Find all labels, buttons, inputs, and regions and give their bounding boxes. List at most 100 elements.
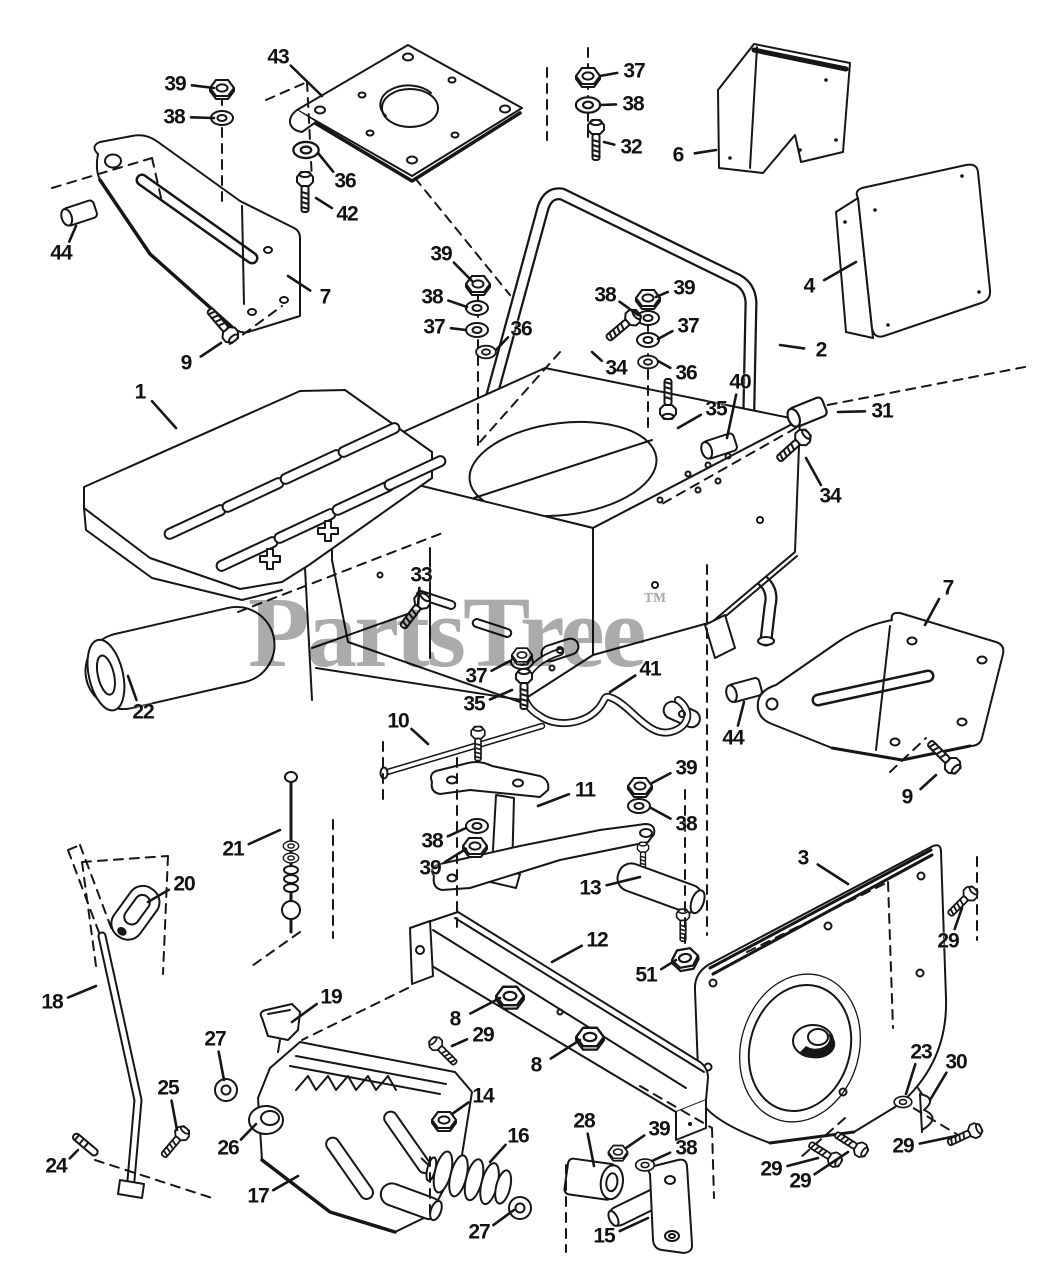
washer-38 — [465, 300, 489, 316]
callout-8-53: 8 — [449, 1007, 462, 1031]
leader-line-28-58 — [586, 1132, 596, 1168]
part-clip-19 — [259, 1003, 301, 1053]
washer-38 — [465, 818, 489, 834]
leader-line-16-57 — [488, 1143, 507, 1164]
part-main-frame — [304, 367, 801, 703]
callout-25-52: 25 — [157, 1076, 179, 1100]
leader-line-29-68 — [918, 1134, 958, 1145]
callout-35-24: 35 — [705, 397, 727, 421]
callout-39-41: 39 — [419, 856, 441, 880]
part-seat-bracket-right-7 — [756, 611, 1005, 762]
callout-36-20: 36 — [675, 361, 697, 385]
leader-line-37-3 — [598, 71, 619, 78]
callout-39-0: 39 — [164, 72, 186, 96]
part-roller-22 — [84, 605, 276, 712]
callout-38-40: 38 — [421, 829, 443, 853]
leader-line-10-33 — [410, 727, 430, 746]
leader-line-39-59 — [624, 1134, 646, 1150]
callout-29-54: 29 — [472, 1023, 494, 1047]
washer-36 — [637, 354, 659, 370]
hex-nut-37 — [575, 67, 601, 88]
leader-line-33-28 — [416, 586, 421, 608]
leader-line-42-9 — [314, 196, 334, 210]
leader-line-29-54 — [450, 1038, 469, 1048]
callout-44-35: 44 — [722, 726, 744, 750]
callout-3-48: 3 — [797, 846, 810, 870]
callout-29-68: 29 — [892, 1134, 914, 1158]
leader-line-31-25 — [836, 409, 867, 414]
washer-38 — [574, 96, 602, 114]
leader-line-44-35 — [736, 700, 746, 727]
callout-27-51: 27 — [204, 1027, 226, 1051]
callout-35-31: 35 — [463, 692, 485, 716]
leader-line-13-42 — [605, 875, 642, 887]
spacer-44 — [723, 676, 764, 705]
callout-37-30: 37 — [465, 664, 487, 688]
leader-line-22-29 — [126, 674, 138, 702]
callout-38-17: 38 — [594, 283, 616, 307]
callout-21-45: 21 — [222, 837, 244, 861]
leader-line-19-50 — [290, 1002, 318, 1024]
callout-leader-lines — [66, 64, 964, 1233]
spacer-31 — [783, 395, 830, 431]
leader-line-7-34 — [923, 597, 941, 627]
part-support-channel-12 — [409, 911, 709, 1141]
callout-18-47: 18 — [41, 990, 63, 1014]
callout-28-58: 28 — [573, 1109, 595, 1133]
leader-line-17-63 — [271, 1174, 300, 1192]
leader-line-38-1 — [189, 116, 216, 120]
callout-38-14: 38 — [421, 285, 443, 309]
leader-line-39-0 — [190, 84, 216, 90]
leader-line-9-36 — [919, 773, 938, 791]
washer-38 — [627, 798, 651, 814]
callout-29-49: 29 — [937, 929, 959, 953]
leader-line-41-32 — [608, 674, 637, 694]
callout-10-33: 10 — [387, 709, 409, 733]
leader-line-9-12 — [199, 341, 223, 358]
leader-line-20-46 — [146, 888, 171, 904]
callout-37-15: 37 — [423, 315, 445, 339]
part-side-cover-4 — [835, 163, 992, 339]
callout-38-39: 38 — [675, 812, 697, 836]
part-shift-rod-21 — [281, 771, 301, 934]
callout-34-21: 34 — [605, 356, 627, 380]
part-anchor-bracket-15 — [607, 1158, 694, 1254]
leader-line-37-30 — [490, 659, 512, 673]
part-dash-cover-6 — [717, 43, 851, 174]
callout-38-4: 38 — [622, 92, 644, 116]
leader-line-29-49 — [953, 906, 964, 931]
callout-19-50: 19 — [320, 985, 342, 1009]
part-quadrant-bracket-17 — [248, 1041, 473, 1234]
callout-39-18: 39 — [673, 276, 695, 300]
callout-39-59: 39 — [648, 1117, 670, 1141]
leader-line-36-16 — [494, 336, 510, 352]
pin-24 — [72, 1132, 99, 1157]
leader-line-39-13 — [452, 261, 474, 283]
callout-11-37: 11 — [574, 778, 596, 802]
callout-39-38: 39 — [675, 756, 697, 780]
callout-22-29: 22 — [132, 700, 154, 724]
washer-36 — [475, 344, 497, 360]
callout-6-6: 6 — [672, 143, 685, 167]
callout-7-11: 7 — [319, 285, 332, 309]
callout-29-70: 29 — [789, 1169, 811, 1193]
callout-27-64: 27 — [468, 1220, 490, 1244]
leader-line-27-64 — [492, 1208, 516, 1227]
leader-line-36-20 — [656, 359, 672, 370]
leader-line-24-62 — [68, 1148, 80, 1160]
callout-38-60: 38 — [675, 1136, 697, 1160]
part-u-bracket-41 — [519, 637, 701, 737]
callout-17-63: 17 — [247, 1184, 269, 1208]
callout-38-1: 38 — [163, 105, 185, 129]
callout-4-7: 4 — [803, 274, 816, 298]
washer-27-hole — [220, 1084, 232, 1096]
leader-line-38-14 — [447, 299, 469, 309]
callout-24-62: 24 — [45, 1154, 67, 1178]
leader-line-39-41 — [443, 847, 468, 864]
leader-line-21-45 — [247, 828, 282, 846]
leader-line-32-5 — [602, 140, 616, 146]
leader-line-38-17 — [618, 300, 640, 317]
callout-14-56: 14 — [472, 1084, 494, 1108]
